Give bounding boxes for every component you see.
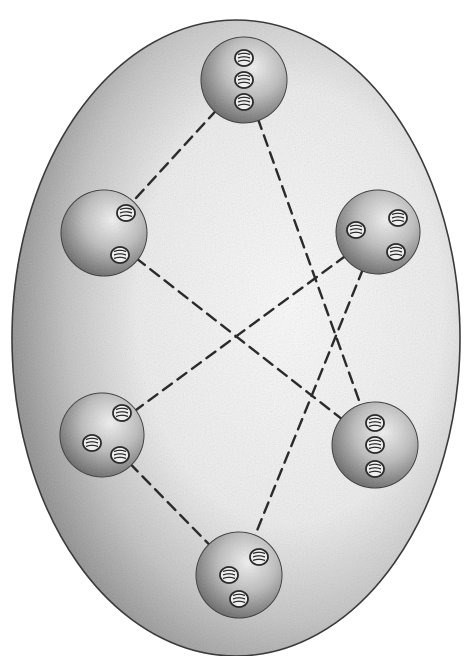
chromosome-mark <box>387 244 405 260</box>
chromosome-mark <box>366 437 384 453</box>
sphere-upper-left <box>61 190 147 276</box>
chromosome-mark <box>117 205 135 221</box>
chromosome-mark <box>250 549 268 565</box>
chromosome-mark <box>83 435 101 451</box>
sphere-lower-left <box>60 393 144 477</box>
sphere-lower-right <box>332 402 418 488</box>
chromosome-mark <box>235 72 253 88</box>
chromosome-mark <box>113 405 131 421</box>
chromosome-mark <box>111 247 129 263</box>
chromosome-mark <box>235 94 253 110</box>
chromosome-mark <box>389 210 407 226</box>
sphere-top <box>201 37 287 123</box>
chromosome-mark <box>111 447 129 463</box>
sphere-bottom <box>196 532 282 618</box>
chromosome-mark <box>366 415 384 431</box>
chromosome-mark <box>347 222 365 238</box>
chromosome-mark <box>366 461 384 477</box>
sphere-upper-right <box>336 190 420 274</box>
chromosome-mark <box>235 50 253 66</box>
chromosome-mark <box>230 591 248 607</box>
chromosome-mark <box>220 567 238 583</box>
sphere-texture <box>61 190 147 276</box>
sphere-texture <box>60 393 144 477</box>
